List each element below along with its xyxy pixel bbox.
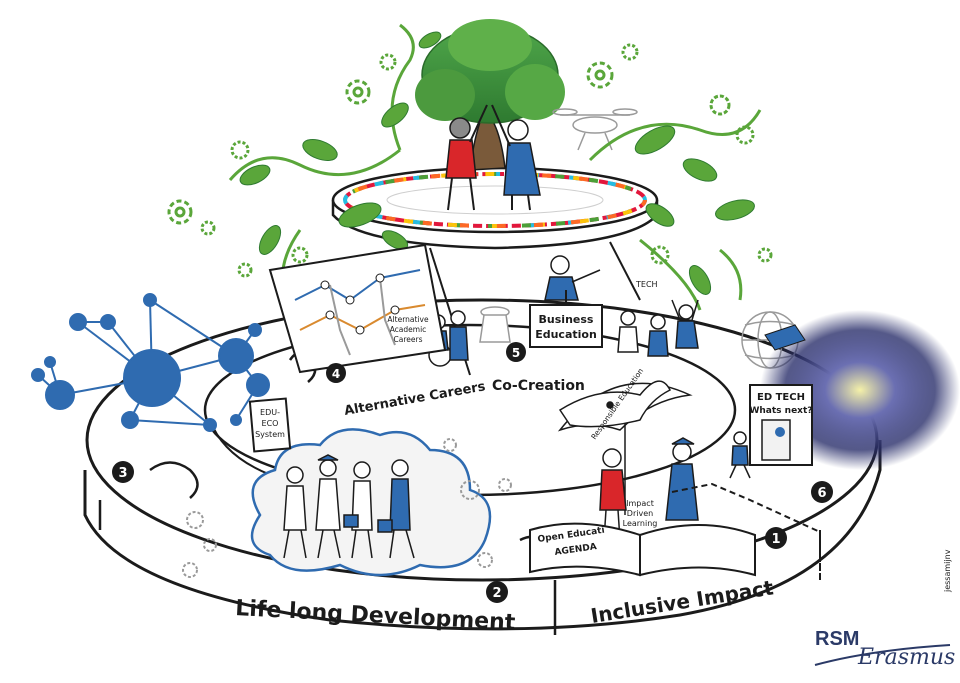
marker-2: 2 <box>486 581 508 603</box>
marker-6: 6 <box>811 481 833 503</box>
impact-line2: Driven <box>627 509 653 518</box>
alt-academic-line3: Careers <box>394 335 423 344</box>
tree-illustration <box>415 19 565 171</box>
edu-eco-line3: System <box>255 430 285 439</box>
marker-5-label: 5 <box>512 346 520 360</box>
marker-1: 1 <box>765 527 787 549</box>
impact-line3: Learning <box>623 519 658 528</box>
alt-academic-line2: Academic <box>390 325 427 334</box>
artist-signature: jessamijnv <box>943 549 952 593</box>
edu-eco-line1: EDU- <box>260 408 280 417</box>
brand-rsm: RSM <box>815 628 859 650</box>
marker-3-label: 3 <box>118 466 127 481</box>
open-book <box>529 522 756 577</box>
alt-academic-line1: Alternative <box>387 315 429 324</box>
edtech-door <box>749 384 813 466</box>
tech-label: TECH <box>635 280 658 289</box>
walking-to-edtech-figure <box>729 431 751 479</box>
marker-3: 3 <box>112 461 134 483</box>
leaf-shapes <box>239 31 755 295</box>
marker-4: 4 <box>326 363 346 383</box>
marker-4-label: 4 <box>332 367 340 381</box>
sdg-wheel-platform <box>331 166 659 376</box>
walking-people-group <box>283 454 415 559</box>
edtech-sign-line1: ED TECH <box>757 392 805 403</box>
edu-eco-system-sign <box>248 397 292 453</box>
marker-1-label: 1 <box>771 532 780 547</box>
cheering-students <box>617 299 699 357</box>
graduation-cap-icon <box>764 324 806 351</box>
erasmus-swoosh <box>814 644 951 666</box>
alternative-careers-map-sign <box>268 243 447 374</box>
brand-erasmus: Erasmus <box>857 645 955 670</box>
grey-gear-icons <box>182 438 512 578</box>
co-creation-pedestal <box>479 306 511 343</box>
bird-sketch <box>558 380 672 428</box>
marker-6-label: 6 <box>817 486 826 501</box>
business-sign-line1: Business <box>539 313 594 326</box>
edtech-sign-line2: Whats next? <box>749 406 812 416</box>
drone-sketch <box>552 108 638 151</box>
section-label-co-creation: Co-Creation <box>492 378 585 394</box>
edu-eco-line2: ECO <box>262 419 279 428</box>
gear-icons <box>167 43 773 278</box>
teacher-figure <box>544 255 601 301</box>
impact-line1: Impact <box>626 499 654 508</box>
business-education-board <box>529 290 603 348</box>
dashed-path <box>671 482 821 580</box>
business-sign-line2: Education <box>535 328 597 341</box>
marker-2-label: 2 <box>492 586 501 601</box>
network-graph <box>31 293 270 432</box>
marker-5: 5 <box>506 342 526 362</box>
figures-high-five <box>445 104 541 211</box>
